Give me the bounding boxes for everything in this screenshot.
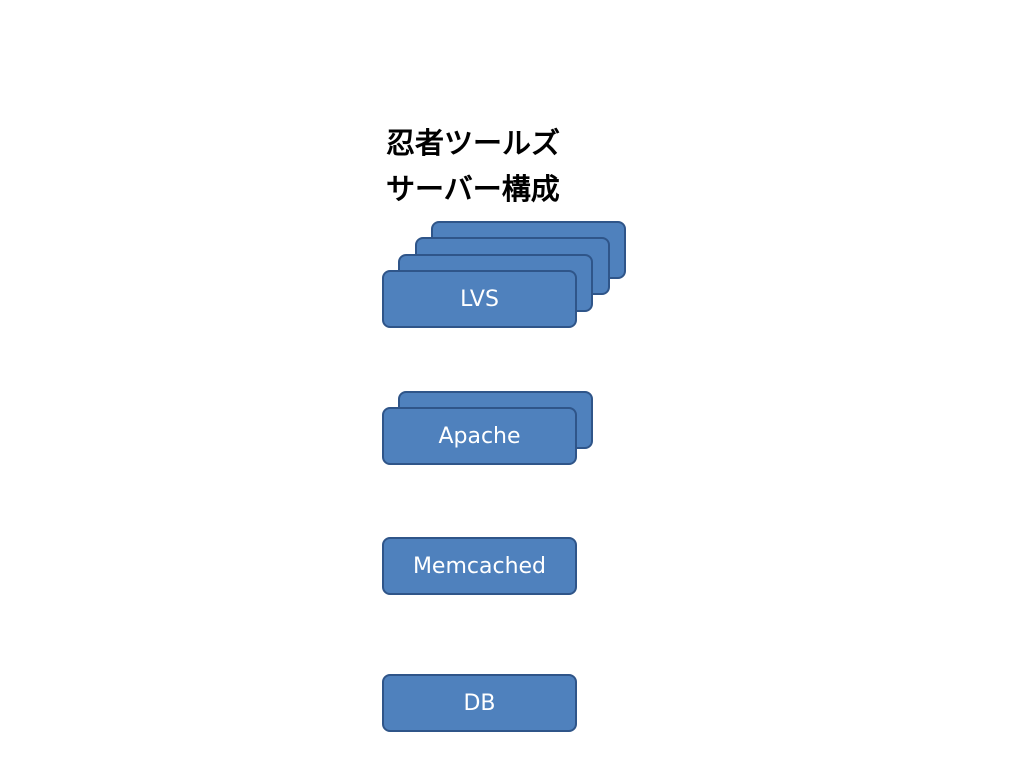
apache-label: Apache xyxy=(438,423,521,449)
db-label: DB xyxy=(463,690,496,716)
diagram-title: 忍者ツールズ サーバー構成 xyxy=(386,120,560,212)
memcached-server-box: Memcached xyxy=(382,537,577,595)
apache-server-box: Apache xyxy=(382,407,577,465)
lvs-label: LVS xyxy=(460,286,499,312)
title-line-1: 忍者ツールズ xyxy=(386,126,561,160)
memcached-label: Memcached xyxy=(412,553,547,579)
db-server-box: DB xyxy=(382,674,577,732)
lvs-server-box: LVS xyxy=(382,270,577,328)
title-line-2: サーバー構成 xyxy=(386,172,560,206)
